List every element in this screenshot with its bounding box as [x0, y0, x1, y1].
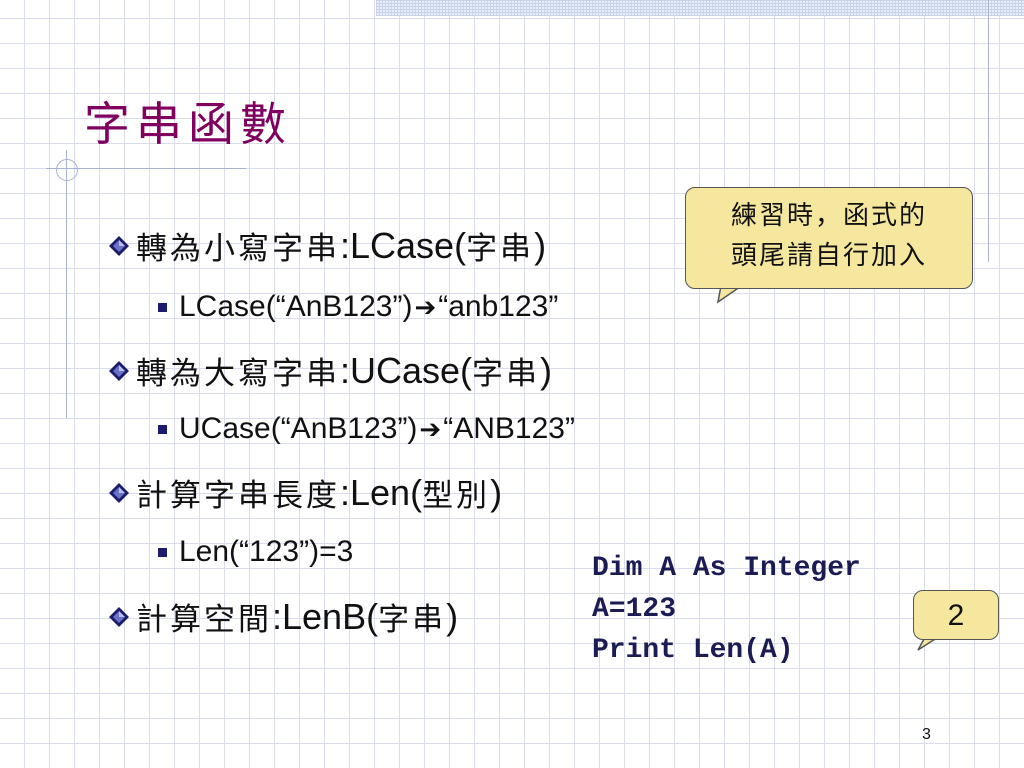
bullet-ucase: 轉為大寫字串:UCase(字串)	[108, 348, 552, 393]
right-vertical-rule	[988, 0, 989, 262]
bullet-func: :LenB(	[272, 595, 379, 637]
example-output: “anb123”	[438, 290, 559, 323]
bullet-lcase: 轉為小寫字串:LCase(字串)	[108, 223, 546, 268]
bullet-len: 計算字串長度:Len(型別)	[108, 470, 502, 515]
example-input: LCase(“AnB123”)	[179, 290, 413, 323]
diamond-bullet-icon	[108, 235, 130, 257]
slide-title: 字串函數	[84, 97, 292, 151]
example-input: UCase(“AnB123”)	[179, 412, 418, 445]
left-vertical-rule	[66, 150, 67, 418]
bullet-label: 轉為小寫字串	[136, 231, 340, 267]
bullet-func: :LCase(	[340, 224, 467, 266]
bullet-func: :UCase(	[340, 349, 473, 391]
diamond-bullet-icon	[108, 482, 130, 504]
example-text: Len(“123”)=3	[179, 535, 354, 568]
page-number: 3	[922, 726, 931, 743]
callout-note: 練習時，函式的 頭尾請自行加入	[685, 187, 973, 289]
subbullet-lcase-example: LCase(“AnB123”)➔“anb123”	[158, 290, 558, 324]
code-line: A=123	[592, 594, 677, 625]
callout-note-line2: 頭尾請自行加入	[730, 241, 927, 271]
square-bullet-icon	[158, 302, 167, 312]
bullet-arg: 型別	[422, 478, 491, 514]
bullet-arg: 字串	[378, 602, 447, 638]
bullet-lenb: 計算空間:LenB(字串)	[108, 594, 458, 639]
bullet-close: )	[446, 595, 459, 637]
title-underline-rule	[46, 168, 246, 169]
rule-circle-ornament	[56, 159, 78, 181]
code-line: Dim A As Integer	[592, 553, 861, 584]
diamond-bullet-icon	[108, 606, 130, 628]
bullet-arg: 字串	[472, 356, 541, 392]
subbullet-ucase-example: UCase(“AnB123”)➔“ANB123”	[158, 412, 575, 446]
bullet-label: 計算空間	[136, 602, 272, 638]
example-output: “ANB123”	[443, 412, 575, 445]
bullet-arg: 字串	[466, 231, 535, 267]
callout-note-line1: 練習時，函式的	[730, 201, 927, 231]
bullet-close: )	[534, 224, 547, 266]
bullet-close: )	[540, 349, 553, 391]
right-arrow-icon: ➔	[414, 291, 437, 322]
subbullet-len-example: Len(“123”)=3	[158, 535, 353, 569]
diamond-bullet-icon	[108, 360, 130, 382]
header-pattern-bar	[376, 0, 1024, 16]
bullet-label: 轉為大寫字串	[136, 356, 340, 392]
square-bullet-icon	[158, 424, 167, 434]
bullet-close: )	[490, 471, 503, 513]
bullet-func: :Len(	[340, 471, 423, 513]
result-callout: 2	[913, 590, 999, 640]
bullet-label: 計算字串長度	[136, 478, 340, 514]
code-line: Print Len(A)	[592, 635, 794, 666]
square-bullet-icon	[158, 547, 167, 557]
right-arrow-icon: ➔	[419, 413, 442, 444]
